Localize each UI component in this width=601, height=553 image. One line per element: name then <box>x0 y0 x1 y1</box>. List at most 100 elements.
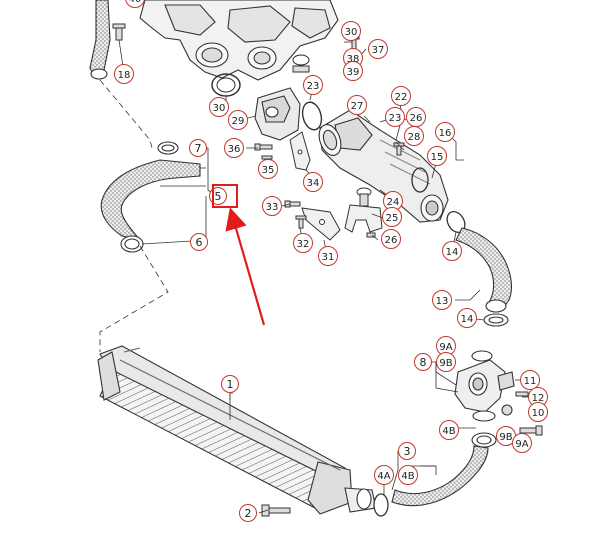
callout-circle <box>368 39 388 59</box>
callout-label: 6 <box>196 236 203 249</box>
callout-circle <box>520 370 540 390</box>
gasket-ring <box>211 73 241 97</box>
seal-39 <box>292 65 310 73</box>
callout-circle <box>427 146 447 166</box>
callout-circle <box>435 122 455 142</box>
callout-label: 22 <box>395 92 408 103</box>
callout-label: 38 <box>347 54 360 65</box>
callout-label: 35 <box>262 165 275 176</box>
callout-label: 26 <box>385 235 398 246</box>
callout-label: 31 <box>322 252 335 263</box>
callout-label: 11 <box>524 376 537 387</box>
callout-circle <box>382 207 402 227</box>
callout-label: 37 <box>372 45 385 56</box>
callout-circle <box>442 241 462 261</box>
callout-c12: 12 <box>528 387 548 407</box>
callout-c34: 34 <box>303 172 323 192</box>
highlight-box <box>212 184 238 208</box>
callout-label: 12 <box>532 393 545 404</box>
callout-label: 9B <box>499 432 512 443</box>
callout-label: 39 <box>347 67 360 78</box>
callout-c27: 27 <box>347 95 367 115</box>
callout-circle <box>190 233 208 251</box>
callout-circle <box>318 246 338 266</box>
callout-c10: 10 <box>528 402 548 422</box>
gasket-23 <box>301 101 323 131</box>
callout-circle <box>125 0 145 8</box>
callout-c39: 39 <box>343 61 363 81</box>
callout-circle <box>293 233 313 253</box>
callout-c6: 6 <box>190 233 208 251</box>
callout-label: 28 <box>408 132 421 143</box>
callout-c4b-top: 4B <box>398 465 418 485</box>
callout-circle <box>385 107 405 127</box>
callout-label: 30 <box>345 27 358 38</box>
callout-label: 16 <box>439 128 452 139</box>
intercooler <box>97 345 377 515</box>
callout-label: 4B <box>442 426 455 437</box>
callout-label: 14 <box>461 314 474 325</box>
callout-label: 18 <box>118 70 131 81</box>
callout-label: 8 <box>420 356 427 369</box>
callout-label: 13 <box>436 296 449 307</box>
red-arrow <box>225 207 266 326</box>
callout-label: 30 <box>213 103 226 114</box>
callout-c25: 25 <box>382 207 402 227</box>
callout-label: 4A <box>377 471 390 482</box>
callout-circle <box>512 433 532 453</box>
callout-label: 7 <box>195 142 202 155</box>
callout-label: 34 <box>307 178 320 189</box>
callout-label: 36 <box>228 144 241 155</box>
callout-c30-top: 30 <box>341 21 361 41</box>
callout-circle <box>258 159 278 179</box>
callout-label: 26 <box>410 113 423 124</box>
callout-circle <box>381 229 401 249</box>
callout-circle <box>347 95 367 115</box>
gasket-ring-inner <box>216 77 236 93</box>
callout-c30-left: 30 <box>209 97 229 117</box>
bracket-31 <box>301 207 341 241</box>
callout-c1: 1 <box>221 375 239 393</box>
callout-c14-lower: 14 <box>457 308 477 328</box>
callout-label: 24 <box>387 197 400 208</box>
callout-c9a-bottom: 9A <box>512 433 532 453</box>
callout-c29: 29 <box>228 110 248 130</box>
callout-c35: 35 <box>258 159 278 179</box>
callout-label: 9A <box>439 342 452 353</box>
callout-label: 5 <box>215 190 222 203</box>
callout-label: 15 <box>431 152 444 163</box>
callout-label: 23 <box>389 113 402 124</box>
callout-c32: 32 <box>293 233 313 253</box>
callout-c4b-left: 4B <box>439 420 459 440</box>
callout-label: 9A <box>515 439 528 450</box>
callout-c37: 37 <box>368 39 388 59</box>
callout-c8: 8 <box>414 353 432 371</box>
charge-hose-upper <box>100 141 201 253</box>
callout-circle <box>432 290 452 310</box>
callout-label: 23 <box>307 81 320 92</box>
hose-18 <box>89 0 111 80</box>
connector-8 <box>454 350 515 422</box>
callout-circle <box>391 86 411 106</box>
callout-c23-right: 23 <box>385 107 405 127</box>
callout-label: 3 <box>404 445 411 458</box>
callout-label: 33 <box>266 202 279 213</box>
callout-c26-upper: 26 <box>406 107 426 127</box>
callout-c14-upper: 14 <box>442 241 462 261</box>
callout-label: 4B <box>401 471 414 482</box>
callout-circle <box>221 375 239 393</box>
callout-circle <box>224 138 244 158</box>
intake-manifold <box>139 0 339 81</box>
callout-label: 27 <box>351 101 364 112</box>
callout-label: 1 <box>227 378 234 391</box>
callout-layer: 4018303738392330292227232628161573635345… <box>114 0 548 522</box>
callout-circle <box>239 504 257 522</box>
callout-c13: 13 <box>432 290 452 310</box>
intake-connector <box>318 109 449 223</box>
callout-label: 32 <box>297 239 310 250</box>
callout-circle <box>303 172 323 192</box>
callout-circle <box>114 64 134 84</box>
callout-c18: 18 <box>114 64 134 84</box>
hose-clamp-4a <box>373 493 389 517</box>
